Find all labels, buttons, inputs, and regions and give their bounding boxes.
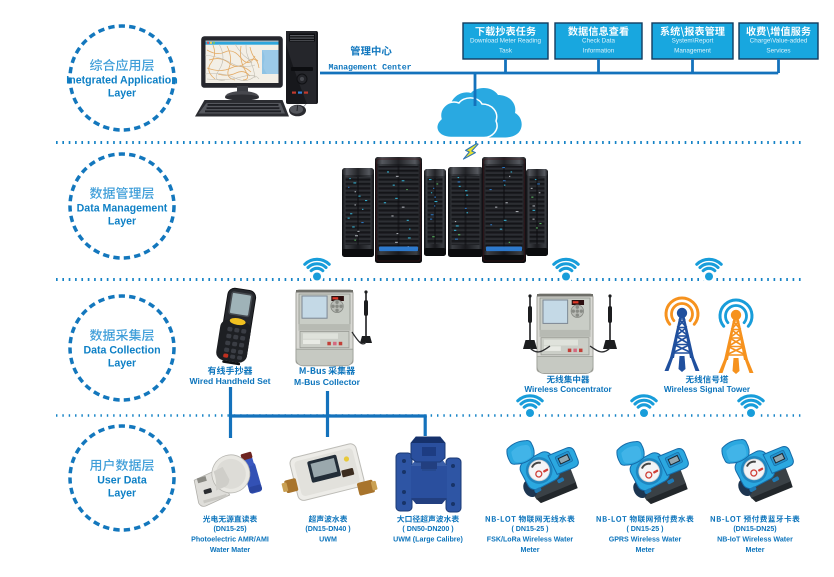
svg-text:Water Mater: Water Mater <box>210 546 251 554</box>
svg-text:UWM: UWM <box>319 536 337 544</box>
svg-text:Wireless Concentrator: Wireless Concentrator <box>524 385 612 394</box>
svg-text:Inetgrated Application: Inetgrated Application <box>66 75 177 87</box>
svg-text:(DN15-25): (DN15-25) <box>213 525 247 533</box>
svg-text:Wireless Signal Tower: Wireless Signal Tower <box>664 385 751 394</box>
svg-text:Photoelectric AMR/AMI: Photoelectric AMR/AMI <box>191 536 269 544</box>
svg-text:Information: Information <box>583 48 615 55</box>
svg-text:Management: Management <box>674 48 711 55</box>
svg-text:Data Collection: Data Collection <box>83 345 160 357</box>
svg-text:Services: Services <box>766 48 790 55</box>
svg-text:System\Report: System\Report <box>672 38 714 45</box>
svg-text:FSK/LoRa Wireless Water: FSK/LoRa Wireless Water <box>487 536 574 544</box>
svg-text:GPRS Wireless Water: GPRS Wireless Water <box>609 536 682 544</box>
svg-text:Wired Handheld Set: Wired Handheld Set <box>189 376 270 386</box>
svg-text:Check Data: Check Data <box>582 38 615 45</box>
svg-text:( DN50-DN200 ): ( DN50-DN200 ) <box>402 525 454 533</box>
svg-text:Meter: Meter <box>636 546 655 554</box>
svg-text:M-Bus Collector: M-Bus Collector <box>294 377 361 387</box>
svg-text:( DN15-25 ): ( DN15-25 ) <box>511 525 549 533</box>
svg-text:NB-IoT Wireless Water: NB-IoT Wireless Water <box>717 536 793 544</box>
svg-text:Layer: Layer <box>108 488 136 500</box>
svg-text:( DN15-25 ): ( DN15-25 ) <box>626 525 664 533</box>
svg-text:Layer: Layer <box>108 216 136 228</box>
svg-text:Management Center: Management Center <box>329 64 412 73</box>
svg-text:Data Management: Data Management <box>77 203 168 215</box>
svg-text:(DN15-DN40 ): (DN15-DN40 ) <box>305 525 351 533</box>
svg-text:Meter: Meter <box>746 546 765 554</box>
svg-text:Charge\Value-added: Charge\Value-added <box>750 38 808 45</box>
svg-text:Layer: Layer <box>108 88 136 100</box>
svg-text:Task: Task <box>499 48 513 55</box>
svg-text:Layer: Layer <box>108 358 136 370</box>
svg-text:User Data: User Data <box>97 475 147 487</box>
svg-text:Download Meter Reading: Download Meter Reading <box>470 38 542 45</box>
svg-text:UWM (Large Calibre): UWM (Large Calibre) <box>393 536 463 544</box>
svg-text:Meter: Meter <box>521 546 540 554</box>
svg-text:(DN15-DN25): (DN15-DN25) <box>733 525 777 533</box>
